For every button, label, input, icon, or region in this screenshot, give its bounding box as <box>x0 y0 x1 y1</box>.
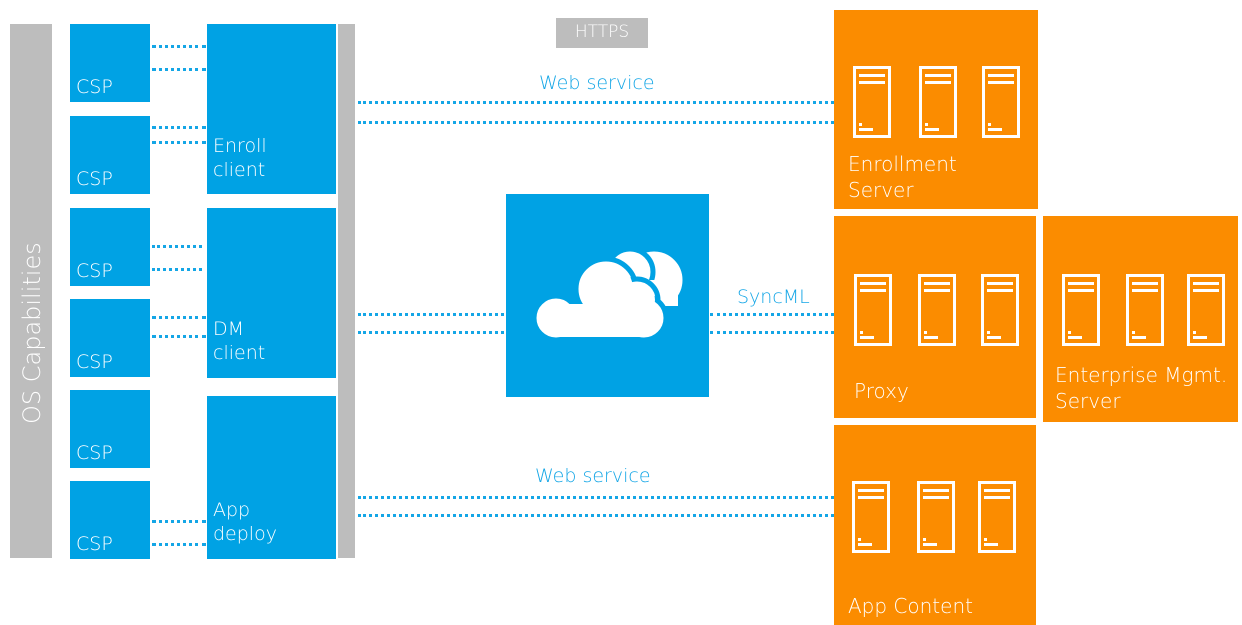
https-badge: HTTPS <box>556 18 648 48</box>
app-deploy-label: App deploy <box>213 499 277 545</box>
client-bus-bar <box>338 24 355 558</box>
server-icon <box>1187 274 1225 346</box>
enterprise-mgmt-server-label: Enterprise Mgmt. Server <box>1055 363 1228 413</box>
csp-connector <box>152 126 206 129</box>
dm-client-label: DM client <box>213 318 266 364</box>
server-icon <box>982 66 1020 138</box>
dm-client-box: DM client <box>207 208 336 378</box>
server-icon <box>1062 274 1100 346</box>
cloud-tile <box>506 194 709 397</box>
server-icon <box>918 274 956 346</box>
enroll-web-service-label: Web service <box>539 72 655 94</box>
server-icon <box>852 481 890 553</box>
app-web-service-label: Web service <box>535 465 651 487</box>
app-web-service-line <box>358 496 834 499</box>
server-icon <box>978 481 1016 553</box>
csp-box-2: CSP <box>70 116 150 194</box>
app-content-tile: App Content <box>834 425 1036 625</box>
csp-label: CSP <box>76 76 113 98</box>
csp-connector <box>152 520 206 523</box>
csp-label: CSP <box>76 351 113 373</box>
enroll-client-box: Enroll client <box>207 24 336 194</box>
server-icon <box>854 274 892 346</box>
csp-connector <box>152 141 206 144</box>
proxy-label: Proxy <box>854 379 909 403</box>
server-icon <box>917 481 955 553</box>
enroll-client-label: Enroll client <box>213 135 267 181</box>
csp-connector <box>152 68 206 71</box>
csp-connector <box>152 268 202 271</box>
csp-box-1: CSP <box>70 24 150 102</box>
os-capabilities-label: OS Capabilities <box>18 242 46 424</box>
cloud-icon <box>531 246 688 343</box>
csp-connector <box>152 245 202 248</box>
csp-label: CSP <box>76 168 113 190</box>
server-icon <box>1126 274 1164 346</box>
app-web-service-line <box>358 514 834 517</box>
csp-connector <box>152 543 206 546</box>
os-capabilities-bar: OS Capabilities <box>10 24 52 558</box>
enroll-web-service-line <box>358 101 834 104</box>
csp-box-3: CSP <box>70 208 150 286</box>
proxy-tile: Proxy <box>834 216 1036 418</box>
csp-box-6: CSP <box>70 481 150 559</box>
csp-label: CSP <box>76 442 113 464</box>
server-icon <box>919 66 957 138</box>
server-icon <box>981 274 1019 346</box>
syncml-line <box>710 331 834 334</box>
syncml-label: SyncML <box>737 286 810 308</box>
app-deploy-box: App deploy <box>207 396 336 559</box>
dm-line <box>358 331 504 334</box>
csp-label: CSP <box>76 533 113 555</box>
csp-connector <box>152 316 206 319</box>
csp-label: CSP <box>76 260 113 282</box>
csp-connector <box>152 335 206 338</box>
csp-box-5: CSP <box>70 390 150 468</box>
enroll-web-service-line <box>358 121 834 124</box>
server-icon <box>853 66 891 138</box>
enrollment-server-label: Enrollment Server <box>848 152 957 202</box>
enrollment-server-tile: Enrollment Server <box>834 10 1038 209</box>
csp-box-4: CSP <box>70 299 150 377</box>
syncml-line <box>710 313 834 316</box>
app-content-label: App Content <box>848 594 973 618</box>
csp-connector <box>152 45 206 48</box>
enterprise-mgmt-server-tile: Enterprise Mgmt. Server <box>1043 216 1238 422</box>
dm-line <box>358 313 504 316</box>
